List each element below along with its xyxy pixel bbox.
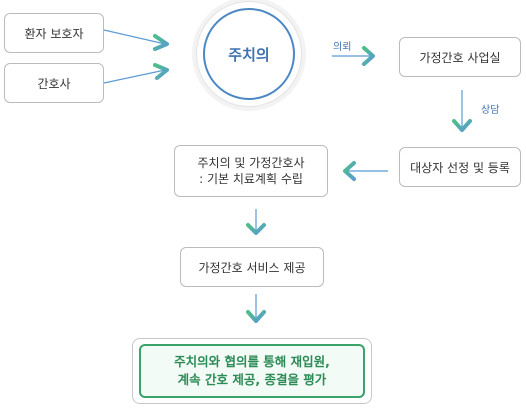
- node-patient-guardian: 환자 보호자: [4, 13, 104, 53]
- node-home-care-agency: 가정간호 사업실: [399, 37, 521, 77]
- node-final-evaluation-line1: 주치의와 협의를 통해 재입원,: [174, 354, 330, 369]
- edge-label-request: 의뢰: [333, 42, 352, 53]
- node-select-register-label: 대상자 선정 및 등록: [410, 160, 510, 175]
- arrow-service-to-final: [246, 294, 266, 323]
- arrow-plan-to-service: [246, 209, 266, 235]
- arrow-agency-to-selection: [452, 90, 472, 132]
- node-select-register: 대상자 선정 및 등록: [399, 147, 521, 187]
- node-patient-guardian-label: 환자 보호자: [24, 26, 84, 41]
- arrow-nurse-to-physician: [103, 63, 169, 84]
- edge-label-consult: 상담: [481, 105, 500, 116]
- arrow-selection-to-plan: [343, 161, 388, 181]
- node-home-care-agency-label: 가정간호 사업실: [419, 50, 501, 65]
- node-service-label: 가정간호 서비스 제공: [198, 260, 306, 275]
- node-final-evaluation-line2: 계속 간호 제공, 종결을 평가: [177, 372, 327, 387]
- node-nurse: 간호사: [4, 63, 104, 103]
- arrow-guardian-to-physician: [103, 29, 169, 51]
- node-final-evaluation: 주치의와 협의를 통해 재입원, 계속 간호 제공, 종결을 평가: [139, 344, 365, 398]
- arrow-physician-to-agency: [332, 46, 375, 66]
- node-treatment-plan: 주치의 및 가정간호사 : 기본 치료계획 수립: [174, 145, 328, 197]
- node-attending-physician: 주치의: [203, 8, 295, 100]
- node-nurse-label: 간호사: [37, 76, 71, 91]
- node-treatment-plan-line2: : 기본 치료계획 수립: [199, 172, 303, 186]
- node-attending-physician-label: 주치의: [228, 45, 270, 64]
- node-treatment-plan-line1: 주치의 및 가정간호사: [197, 156, 305, 170]
- node-service: 가정간호 서비스 제공: [180, 247, 324, 287]
